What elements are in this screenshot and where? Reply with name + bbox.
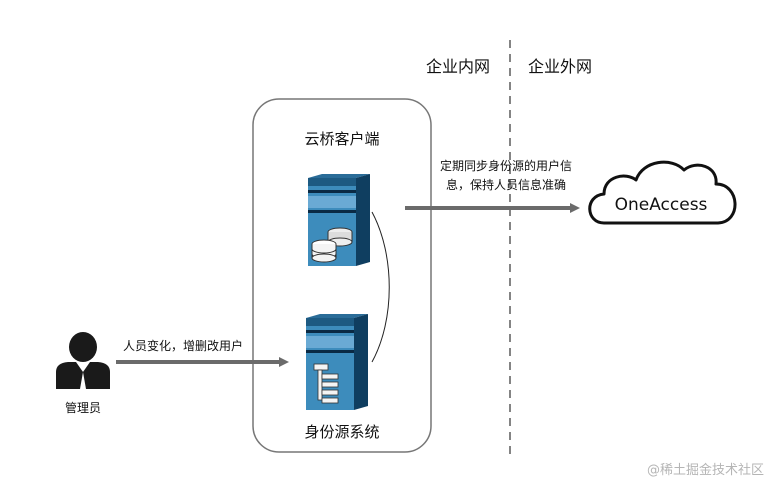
sync-description-line2: 息，保持人员信息准确 — [446, 177, 566, 192]
admin-action-label: 人员变化，增删改用户 — [123, 338, 243, 353]
admin-label: 管理员 — [65, 400, 101, 415]
admin-person-icon — [56, 332, 110, 389]
client-server-icon — [308, 174, 370, 266]
hierarchy-icon — [313, 363, 339, 404]
extranet-label: 企业外网 — [528, 57, 592, 76]
source-server-icon — [306, 314, 368, 410]
oneaccess-cloud-icon — [588, 160, 737, 225]
internal-sync-connector — [371, 211, 390, 363]
client-label: 云桥客户端 — [304, 130, 379, 148]
oneaccess-label: OneAccess — [615, 195, 708, 215]
intranet-label: 企业内网 — [426, 57, 490, 76]
source-label: 身份源系统 — [304, 423, 379, 441]
client-container — [252, 98, 432, 453]
watermark: @稀土掘金技术社区 — [647, 462, 764, 478]
database-icon — [311, 227, 353, 263]
sync-description-line1: 定期同步身份源的用户信 — [440, 158, 572, 173]
